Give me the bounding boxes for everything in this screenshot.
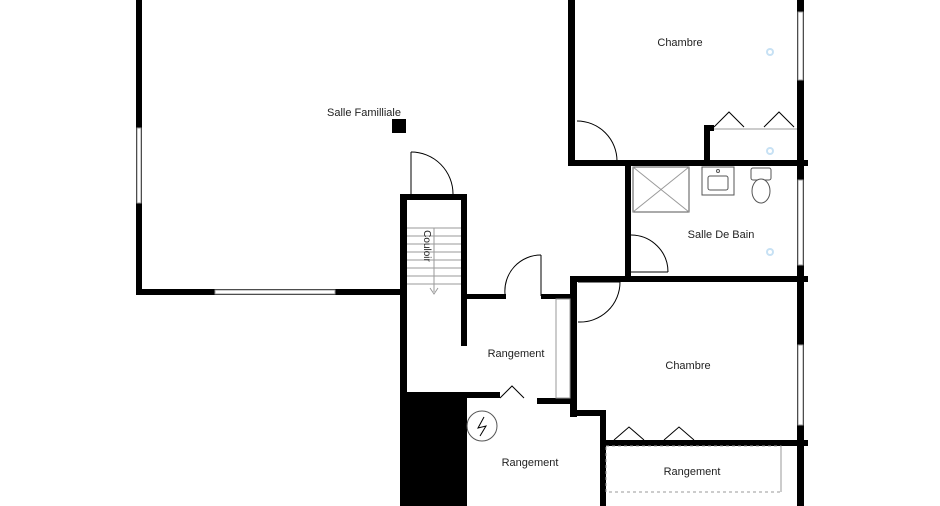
- wall-storage1-top: [461, 294, 506, 299]
- wall-hall-right: [461, 194, 467, 346]
- label-family-room: Salle Familliale: [327, 107, 401, 119]
- sink-icon: [701, 166, 735, 196]
- wall-storage2-right: [570, 410, 606, 416]
- wall-hall-under: [400, 392, 500, 398]
- bifold-door-icon[interactable]: [499, 385, 525, 399]
- window-family-bottom: [214, 289, 336, 295]
- electrical-panel-icon: [466, 410, 498, 442]
- door-swing-icon[interactable]: [577, 281, 621, 323]
- wall-storage1-bottom-b: [537, 398, 577, 404]
- ceiling-sensor-icon: [766, 248, 774, 256]
- label-bedroom-top: Chambre: [657, 37, 702, 49]
- window-bath-right: [797, 179, 804, 266]
- label-bedroom-mid: Chambre: [665, 360, 710, 372]
- column: [392, 119, 406, 133]
- closets: [605, 128, 797, 493]
- bifold-door-icon[interactable]: [613, 426, 695, 441]
- bifold-door-icon[interactable]: [713, 111, 795, 128]
- window-bed1-right: [797, 11, 804, 81]
- label-storage-2: Rangement: [502, 457, 559, 469]
- wall-hall-block: [400, 398, 467, 506]
- window-family-left: [136, 127, 142, 204]
- staircase: [407, 227, 461, 295]
- wall-storage1-top-b: [541, 294, 576, 299]
- ceiling-sensor-icon: [766, 147, 774, 155]
- label-hallway: Couloir: [421, 230, 432, 262]
- wall-hall-top: [400, 194, 467, 200]
- wall-bath-bottom: [570, 276, 808, 282]
- door-swing-icon[interactable]: [576, 120, 618, 162]
- window-storage1-right: [555, 298, 571, 399]
- wall-bed1-bottom: [568, 160, 808, 166]
- toilet-icon: [750, 167, 772, 204]
- wall-bed1-closet-left: [704, 125, 710, 165]
- wall-bed2-bottom: [600, 440, 808, 446]
- wall-bed1-left: [568, 0, 575, 166]
- label-storage-3: Rangement: [664, 466, 721, 478]
- shower-icon: [632, 166, 690, 213]
- windows: [136, 11, 804, 426]
- wall-hall-left: [400, 194, 407, 506]
- wall-bath-left: [625, 160, 631, 282]
- room-labels: Salle Familliale Chambre Salle De Bain C…: [327, 37, 754, 478]
- doors: [410, 111, 795, 441]
- stair-arrow-icon: [429, 287, 439, 295]
- ceiling-sensor-icon: [766, 48, 774, 56]
- door-swing-icon[interactable]: [504, 254, 542, 296]
- label-bathroom: Salle De Bain: [688, 229, 755, 241]
- window-bed2-right: [797, 344, 804, 426]
- label-storage-1: Rangement: [488, 348, 545, 360]
- door-swing-icon[interactable]: [410, 151, 454, 195]
- wall-storage2-right-v: [600, 410, 606, 506]
- wall-storage1-right: [570, 277, 577, 417]
- door-swing-icon[interactable]: [630, 234, 669, 273]
- fixtures: [392, 48, 774, 442]
